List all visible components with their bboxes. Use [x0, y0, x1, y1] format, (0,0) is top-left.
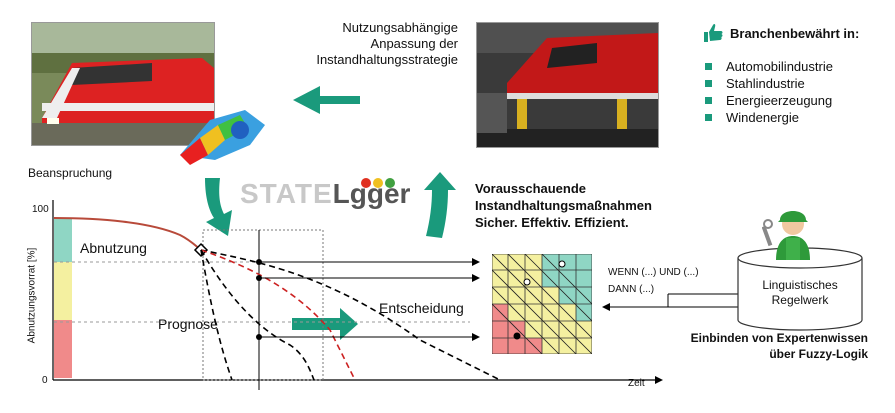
fem-component-image [170, 100, 270, 170]
label-entscheidung: Entscheidung [379, 300, 464, 316]
industries-list: Automobilindustrie Stahlindustrie Energi… [702, 58, 892, 126]
industry-item: Energieerzeugung [702, 92, 892, 109]
chart-y100: 100 [32, 204, 49, 215]
cycle-arrow-right [424, 172, 456, 238]
label-prognose: Prognose [158, 316, 218, 332]
rule-base-label: Linguistisches Regelwerk [762, 278, 838, 307]
logo-dots-icon [361, 178, 395, 188]
zone-green [54, 218, 72, 262]
thumbs-up-icon [704, 23, 723, 42]
strategy-adaptation-label: Nutzungsabhängige Anpassung der Instandh… [316, 20, 458, 67]
industry-item: Windenergie [702, 109, 892, 126]
zone-red [54, 320, 72, 378]
industry-item: Stahlindustrie [702, 75, 892, 92]
industries-panel: Branchenbewährt in: Automobilindustrie S… [702, 22, 892, 126]
chart-xlabel: Zeit [628, 378, 645, 389]
x-axis-arrowhead [655, 376, 663, 384]
cycle-arrow-left [205, 178, 232, 236]
industry-item: Automobilindustrie [702, 58, 892, 75]
cycle-arrow-top [293, 86, 360, 114]
rule-base-cylinder [737, 258, 863, 331]
zone-yellow [54, 262, 72, 320]
prognosis-curve-1 [200, 249, 501, 381]
train-photo-left [31, 22, 215, 146]
chart-y0: 0 [42, 375, 48, 386]
expert-worker-icon [762, 211, 810, 260]
if-then-rule: WENN (...) UND (...) DANN (...) [608, 267, 699, 295]
matrix-point-open [523, 278, 531, 286]
prognosis-curve-3 [200, 249, 233, 381]
industries-title: Branchenbewährt in: [730, 25, 860, 41]
prognosis-curve-2 [200, 249, 315, 381]
train-workshop-photo [476, 22, 659, 148]
matrix-point-open [558, 260, 566, 268]
expert-knowledge-label: Einbinden von Expertenwissen über Fuzzy-… [690, 331, 868, 361]
predictive-maintenance-text: Vorausschauende Instandhaltungsmaßnahmen… [475, 181, 652, 230]
label-abnutzung: Abnutzung [80, 240, 147, 256]
forecast-window [202, 229, 324, 381]
decision-matrix [492, 254, 592, 354]
matrix-point-filled [513, 332, 521, 340]
statelogger-logo: STATELgger [240, 178, 411, 209]
wear-curve [53, 217, 202, 251]
prognosis-curve-red [200, 249, 356, 381]
chart-ylabel-top: Beanspruchung [28, 166, 113, 180]
